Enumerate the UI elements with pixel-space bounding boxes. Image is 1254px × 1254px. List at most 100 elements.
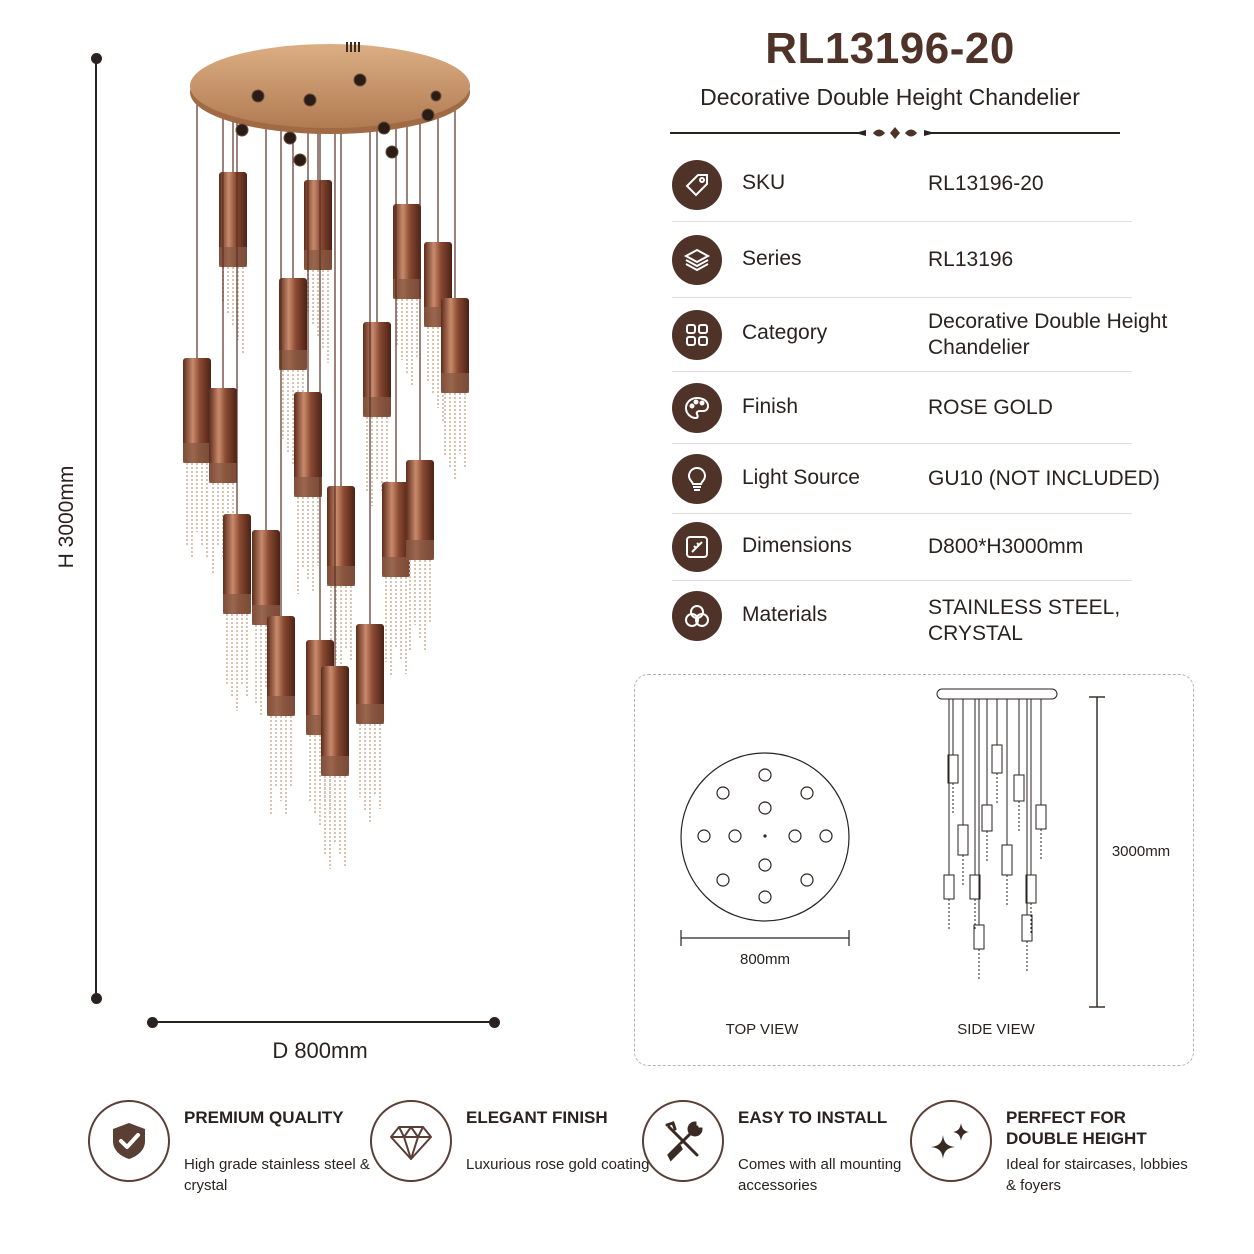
chandelier-product-image xyxy=(183,42,470,869)
top-view-width-label: 800mm xyxy=(739,951,791,968)
category-grid-icon xyxy=(672,310,722,360)
pendant-tube xyxy=(294,392,322,497)
height-dimension-line xyxy=(95,58,97,998)
technical-drawing-panel: 800mm 3000mm TOP VIEW SIDE VIEW xyxy=(634,674,1194,1066)
side-view-caption: SIDE VIEW xyxy=(957,1021,1035,1038)
pendant-lace-band xyxy=(267,696,295,716)
pendant-lace-band xyxy=(223,594,251,614)
spec-label: Light Source xyxy=(742,466,860,489)
height-dimension-label: H 3000mm xyxy=(55,465,78,569)
pendant-lace-band xyxy=(183,443,211,463)
feature-description: Luxurious rose gold coating xyxy=(466,1156,650,1173)
pendant-tube xyxy=(393,204,421,299)
pendant-tube xyxy=(304,180,332,270)
pendant-tube xyxy=(406,460,434,560)
pendant-tube xyxy=(441,298,469,393)
spec-label: Finish xyxy=(742,395,799,418)
spec-row-light-source: Light Source GU10 (NOT INCLUDED) xyxy=(672,444,1160,514)
side-view-tube xyxy=(991,744,1003,774)
feature-title: ELEGANT FINISH xyxy=(466,1108,608,1127)
spec-value: ROSE GOLD xyxy=(928,396,1053,419)
spec-value: Decorative Double Height Chandelier xyxy=(928,310,1168,359)
pendant-lace-band xyxy=(304,250,332,270)
side-view-tube xyxy=(1035,804,1047,830)
pendant-tube xyxy=(209,388,237,483)
spec-row-category: Category Decorative Double Height Chande… xyxy=(672,298,1167,372)
technical-drawing xyxy=(680,688,1105,1008)
spec-label: Category xyxy=(742,321,828,344)
sparkle-icon xyxy=(910,1100,992,1182)
feature-description: High grade stainless steel & crystal xyxy=(184,1156,370,1194)
pendant-lace-band xyxy=(321,756,349,776)
pendant-lace-band xyxy=(219,247,247,267)
pendant-lace-band xyxy=(441,373,469,393)
spec-row-series: Series RL13196 xyxy=(672,222,1132,298)
feature-description: Ideal for staircases, lobbies & foyers xyxy=(1006,1156,1188,1194)
pendant-tube xyxy=(223,514,251,614)
side-view-tube xyxy=(1001,844,1013,876)
diameter-dimension-dot-left xyxy=(147,1017,158,1028)
spec-label: SKU xyxy=(742,171,786,194)
pendant-tube xyxy=(219,172,247,267)
product-model-title: RL13196-20 xyxy=(765,24,1015,73)
pendant-tube xyxy=(321,666,349,776)
diameter-dimension-line xyxy=(151,1021,495,1023)
spec-value: D800*H3000mm xyxy=(928,535,1084,558)
pendant-lace-band xyxy=(294,477,322,497)
pendant-tube xyxy=(183,358,211,463)
diameter-dimension-label: D 800mm xyxy=(272,1038,368,1063)
pendant-tube xyxy=(356,624,384,724)
spec-row-finish: Finish ROSE GOLD xyxy=(672,372,1132,444)
pendant-lace-band xyxy=(209,463,237,483)
spec-value: GU10 (NOT INCLUDED) xyxy=(928,467,1160,490)
pendant-tube xyxy=(252,530,280,625)
side-view-height-label: 3000mm xyxy=(1111,843,1171,860)
pendant-lace-band xyxy=(363,397,391,417)
side-view-tube xyxy=(943,874,955,900)
pendant-lace-band xyxy=(406,540,434,560)
shield-check-icon xyxy=(88,1100,170,1182)
feature-title: EASY TO INSTALL xyxy=(738,1108,888,1127)
height-dimension-dot-top xyxy=(91,53,102,64)
ruler-icon xyxy=(672,522,722,572)
ceiling-canopy xyxy=(190,42,470,167)
side-view-tube xyxy=(981,804,993,832)
spec-label: Dimensions xyxy=(742,534,852,557)
materials-icon xyxy=(672,591,722,641)
tag-icon xyxy=(672,160,722,210)
spec-row-dimensions: Dimensions D800*H3000mm xyxy=(672,514,1132,581)
light-bulb-icon xyxy=(672,454,722,504)
product-subtitle: Decorative Double Height Chandelier xyxy=(700,84,1080,110)
top-view-caption: TOP VIEW xyxy=(725,1021,799,1038)
pendant-lace-band xyxy=(393,279,421,299)
feature-title: PERFECT FOR DOUBLE HEIGHT xyxy=(1006,1108,1147,1148)
pendant-tube xyxy=(382,482,410,577)
feature-title: PREMIUM QUALITY xyxy=(184,1108,344,1127)
side-view-tube xyxy=(1013,774,1025,802)
top-view-drawing xyxy=(680,752,850,946)
layers-icon xyxy=(672,235,722,285)
pendant-tube xyxy=(267,616,295,716)
pendant-tube xyxy=(327,486,355,586)
pendant-lace-band xyxy=(327,566,355,586)
pendant-lace-band xyxy=(356,704,384,724)
tools-icon xyxy=(642,1100,724,1182)
ornamental-divider xyxy=(670,127,1120,139)
pendant-tube xyxy=(279,278,307,370)
diameter-dimension-dot-right xyxy=(489,1017,500,1028)
height-dimension-dot-bottom xyxy=(91,993,102,1004)
pendant-lace-band xyxy=(382,557,410,577)
palette-icon xyxy=(672,383,722,433)
spec-label: Materials xyxy=(742,603,828,626)
spec-row-sku: SKU RL13196-20 xyxy=(672,158,1132,222)
pendant-lace-band xyxy=(279,350,307,370)
diamond-icon xyxy=(370,1100,452,1182)
spec-value: RL13196 xyxy=(928,248,1014,271)
spec-value: STAINLESS STEEL, CRYSTAL xyxy=(928,596,1121,645)
spec-label: Series xyxy=(742,247,802,270)
side-view-drawing xyxy=(936,688,1105,1008)
spec-value: RL13196-20 xyxy=(928,172,1044,195)
feature-description: Comes with all mounting accessories xyxy=(738,1156,902,1194)
side-view-tube xyxy=(957,824,969,856)
spec-row-materials: Materials STAINLESS STEEL, CRYSTAL xyxy=(672,581,1132,653)
